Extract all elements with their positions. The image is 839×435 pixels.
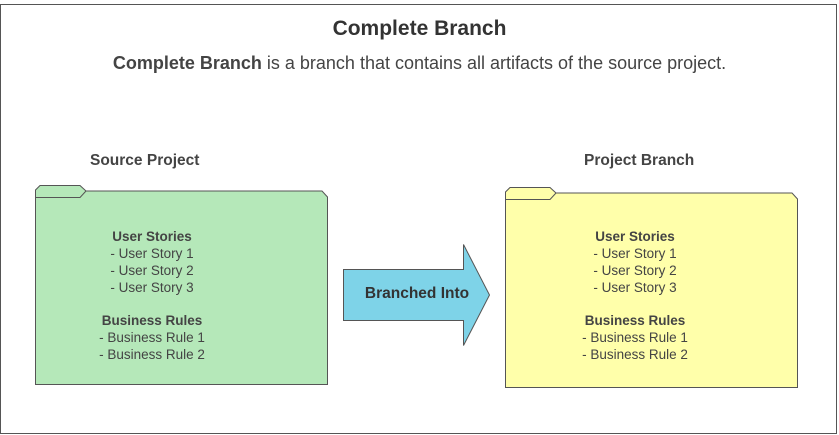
source-story-item: - User Story 1 — [110, 246, 194, 261]
branch-folder-icon — [505, 187, 798, 388]
subtitle-definition: is a branch that contains all artifacts … — [261, 53, 727, 73]
source-rule-item: - Business Rule 1 — [99, 330, 205, 345]
arrow-label: Branched Into — [364, 285, 470, 302]
source-folder-icon — [35, 185, 328, 385]
branch-rule-item: - Business Rule 2 — [582, 347, 688, 362]
branch-folder-content: User Stories - User Story 1 - User Story… — [555, 228, 715, 363]
source-folder-tab-line — [35, 190, 87, 198]
source-project-label: Source Project — [90, 152, 200, 169]
diagram-title: Complete Branch — [332, 17, 507, 40]
diagram-subtitle: Complete Branch is a branch that contain… — [0, 53, 839, 74]
branch-story-item: - User Story 1 — [593, 246, 677, 261]
source-rules-header: Business Rules — [101, 313, 203, 328]
branch-story-item: - User Story 3 — [593, 280, 677, 295]
source-stories-header: User Stories — [112, 229, 192, 244]
source-rule-item: - Business Rule 2 — [99, 347, 205, 362]
source-folder-content: User Stories - User Story 1 - User Story… — [72, 228, 232, 363]
source-story-item: - User Story 2 — [110, 263, 194, 278]
branched-into-arrow — [343, 244, 491, 346]
branch-stories-header: User Stories — [595, 229, 675, 244]
source-story-item: - User Story 3 — [110, 280, 194, 295]
diagram-frame — [0, 4, 837, 434]
branch-folder-tab-line — [505, 192, 557, 200]
subtitle-term: Complete Branch — [112, 53, 262, 73]
project-branch-label: Project Branch — [584, 152, 695, 169]
branch-rule-item: - Business Rule 1 — [582, 330, 688, 345]
branch-story-item: - User Story 2 — [593, 263, 677, 278]
branch-rules-header: Business Rules — [584, 313, 686, 328]
